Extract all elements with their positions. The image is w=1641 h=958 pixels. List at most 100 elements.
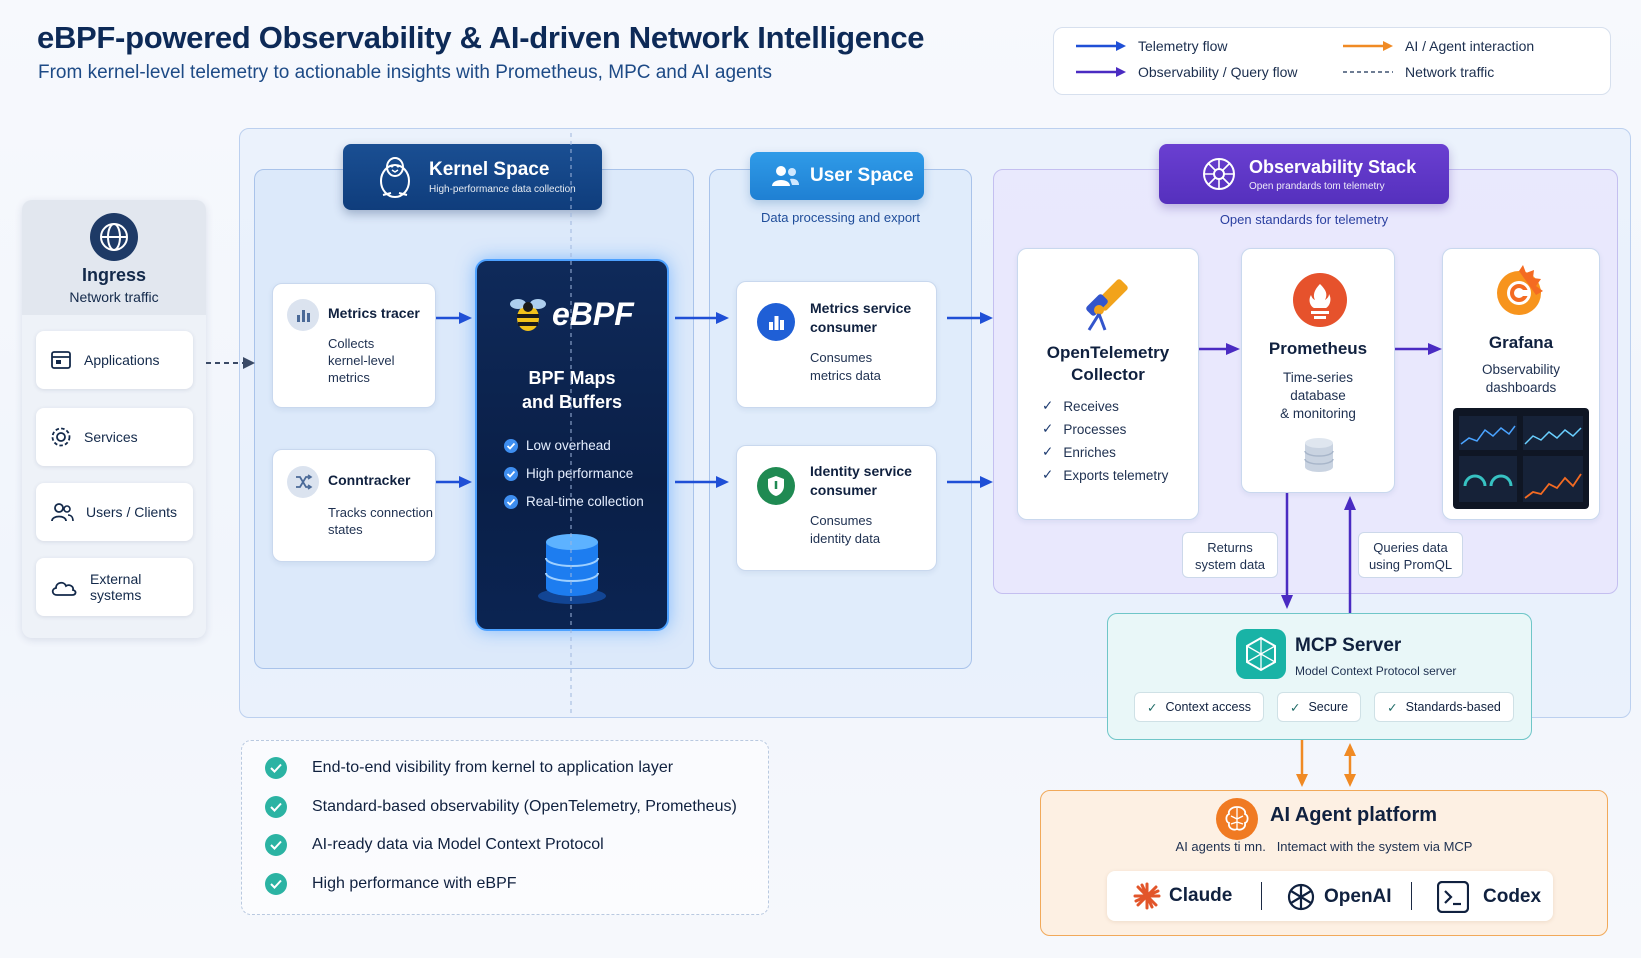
benefit-item: AI-ready data via Model Context Protocol bbox=[265, 834, 604, 856]
network-hub-icon bbox=[1203, 158, 1235, 190]
user-space-title: User Space bbox=[810, 165, 914, 186]
metrics-tracer-text-2: kernel-level bbox=[328, 353, 395, 368]
ebpf-feature-label: Low overhead bbox=[526, 438, 611, 453]
user-space-badge: User Space bbox=[750, 152, 924, 200]
ai-platform-subtitle: AI agents ti mn. Intemact with the syste… bbox=[1175, 839, 1473, 854]
conntracker-text-1: Tracks connection bbox=[328, 505, 434, 520]
benefit-item: End-to-end visibility from kernel to app… bbox=[265, 757, 673, 779]
prometheus-title: Prometheus bbox=[1268, 339, 1368, 358]
benefit-label: High performance with eBPF bbox=[312, 875, 517, 892]
legend-network-label: Network traffic bbox=[1405, 64, 1495, 80]
ingress-subtitle: Network traffic bbox=[69, 289, 159, 305]
otel-check-label: Receives bbox=[1063, 398, 1119, 414]
ingress-item-label: External systems bbox=[90, 571, 142, 603]
otel-check-receives: ✓Receives bbox=[1042, 398, 1119, 414]
check-circle-icon bbox=[504, 466, 518, 481]
ingress-item-users[interactable]: Users / Clients bbox=[36, 483, 193, 541]
mcp-pill-label: Secure bbox=[1308, 700, 1349, 714]
checkmark-icon: ✓ bbox=[1042, 421, 1054, 436]
shuffle-icon bbox=[287, 466, 319, 498]
otel-title-2: Collector bbox=[1071, 365, 1145, 384]
queries-note-line-2: using PromQL bbox=[1368, 557, 1453, 572]
identity-consumer-title-1: Identity service bbox=[810, 463, 912, 479]
legend-observability: Observability / Query flow bbox=[1076, 64, 1298, 80]
linux-penguin-icon bbox=[380, 157, 410, 198]
otel-check-exports: ✓Exports telemetry bbox=[1042, 467, 1168, 483]
grafana-text-2: dashboards bbox=[1485, 380, 1557, 395]
prometheus-text-3: & monitoring bbox=[1280, 406, 1356, 421]
ai-platform-title: AI Agent platform bbox=[1270, 804, 1438, 826]
metrics-consumer-text-1: Consumes bbox=[810, 350, 873, 365]
metrics-tracer-text-3: metrics bbox=[328, 370, 370, 385]
ingress-item-services[interactable]: Services bbox=[36, 408, 193, 466]
benefit-item: Standard-based observability (OpenTeleme… bbox=[265, 796, 737, 818]
ingress-item-external[interactable]: External systems bbox=[36, 558, 193, 616]
otel-check-label: Processes bbox=[1063, 421, 1127, 437]
check-circle-icon bbox=[504, 494, 518, 509]
mcp-hexagon-icon bbox=[1236, 629, 1286, 679]
observability-badge: Observability Stack Open prandards tom t… bbox=[1159, 144, 1449, 204]
identity-consumer-title-2: consumer bbox=[810, 482, 877, 498]
telemetry-arrow-icon bbox=[1076, 41, 1126, 51]
page-subtitle: From kernel-level telemetry to actionabl… bbox=[38, 62, 772, 83]
metrics-consumer-text-2: metrics data bbox=[810, 368, 881, 383]
ebpf-feature-label: High performance bbox=[526, 466, 634, 481]
ingress-item-applications[interactable]: Applications bbox=[36, 331, 193, 389]
otel-check-enriches: ✓Enriches bbox=[1042, 444, 1116, 460]
bpf-maps-title-2: and Buffers bbox=[521, 392, 622, 412]
ingress-item-label: Services bbox=[84, 429, 138, 445]
prometheus-text-2: database bbox=[1290, 388, 1346, 403]
queries-note: Queries data using PromQL bbox=[1358, 532, 1463, 578]
openai-knot-icon bbox=[1287, 883, 1315, 911]
users-icon bbox=[772, 166, 799, 186]
legend-telemetry-label: Telemetry flow bbox=[1138, 38, 1228, 54]
page-title: eBPF-powered Observability & AI-driven N… bbox=[37, 20, 925, 55]
ebpf-logo-text: eBPF bbox=[552, 296, 634, 332]
claude-logo[interactable]: Claude bbox=[1133, 882, 1232, 910]
checkmark-icon: ✓ bbox=[1147, 700, 1158, 715]
openai-logo[interactable]: OpenAI bbox=[1286, 882, 1392, 912]
checkmark-icon: ✓ bbox=[1387, 700, 1398, 715]
gear-icon bbox=[51, 427, 71, 447]
globe-icon bbox=[90, 213, 138, 261]
mcp-pill-secure: ✓ Secure bbox=[1277, 692, 1361, 722]
prometheus-flame-icon bbox=[1293, 273, 1347, 327]
logo-divider bbox=[1411, 882, 1412, 910]
identity-consumer-text-2: identity data bbox=[810, 531, 881, 546]
legend-ai-label: AI / Agent interaction bbox=[1405, 38, 1535, 54]
checkmark-icon: ✓ bbox=[1289, 700, 1301, 715]
metrics-tracer-title: Metrics tracer bbox=[328, 305, 420, 321]
ai-arrow-icon bbox=[1343, 41, 1393, 51]
check-circle-icon bbox=[265, 873, 287, 895]
metrics-consumer-card bbox=[736, 281, 937, 408]
ai-arrowhead bbox=[1296, 774, 1308, 787]
database-icon bbox=[1304, 438, 1334, 472]
observability-subtitle: Open prandards tom telemetry bbox=[1249, 180, 1385, 192]
telescope-icon bbox=[1086, 279, 1128, 331]
metrics-consumer-title-1: Metrics service bbox=[810, 300, 912, 316]
ingress-item-label: Users / Clients bbox=[86, 504, 178, 520]
grafana-title: Grafana bbox=[1488, 333, 1554, 352]
otel-title-1: OpenTelemetry bbox=[1046, 343, 1170, 362]
ebpf-feature-low-overhead: Low overhead bbox=[504, 438, 611, 453]
ai-arrowhead bbox=[1344, 774, 1356, 787]
conntracker-title: Conntracker bbox=[328, 472, 411, 488]
kernel-space-subtitle: High-performance data collection bbox=[429, 184, 576, 195]
network-dashed-icon bbox=[1343, 71, 1393, 73]
ebpf-feature-high-performance: High performance bbox=[504, 466, 633, 481]
ingress-title: Ingress bbox=[81, 265, 147, 285]
ingress-item-label: Applications bbox=[84, 352, 160, 368]
mcp-server-subtitle: Model Context Protocol server bbox=[1295, 664, 1457, 678]
shield-icon bbox=[757, 467, 795, 505]
codex-logo[interactable]: Codex bbox=[1437, 881, 1541, 913]
mcp-pill-label: Context access bbox=[1165, 700, 1251, 714]
ai-logos-bar bbox=[1107, 871, 1553, 921]
check-circle-icon bbox=[265, 757, 287, 779]
returns-note-line-1: Returns bbox=[1207, 540, 1253, 555]
check-circle-icon bbox=[504, 438, 518, 453]
conntracker-text-2: states bbox=[328, 522, 363, 537]
user-space-caption: Data processing and export bbox=[761, 210, 920, 225]
observability-title: Observability Stack bbox=[1249, 156, 1417, 177]
observability-arrow-icon bbox=[1076, 67, 1126, 77]
prometheus-text-1: Time-series bbox=[1282, 370, 1353, 385]
